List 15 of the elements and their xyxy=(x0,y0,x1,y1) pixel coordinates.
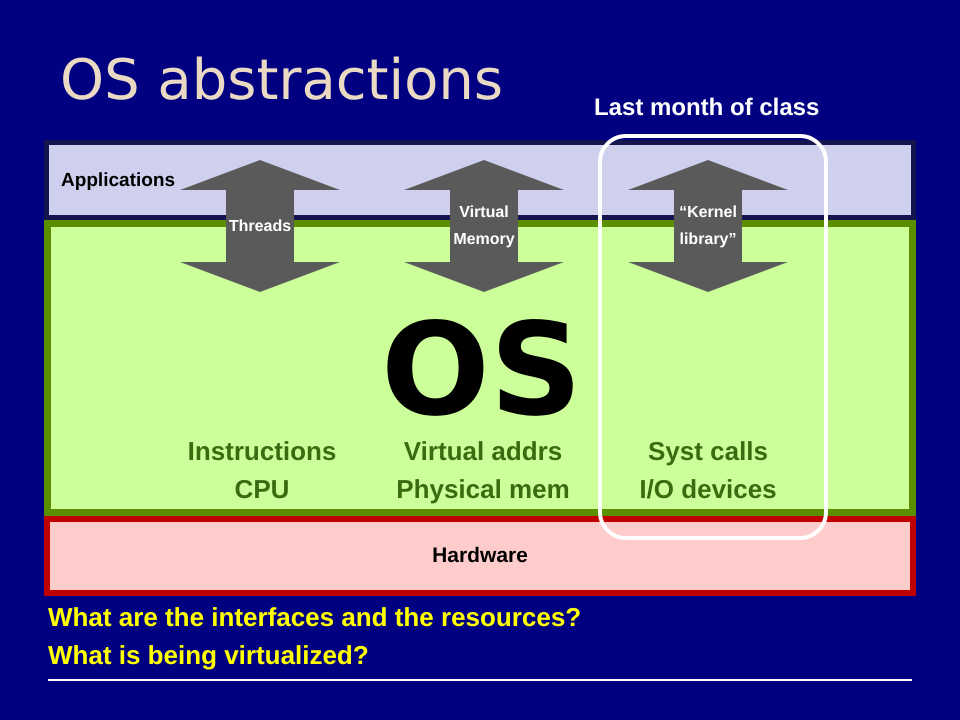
arrow-label: “Kernel library” xyxy=(678,203,738,250)
layer-label: Hardware xyxy=(432,543,528,570)
layer-label: OS xyxy=(381,311,581,431)
resource-label: Instructions CPU xyxy=(186,435,338,506)
resource-label: Syst calls I/O devices xyxy=(638,435,778,506)
os-layer-band xyxy=(44,220,916,516)
question-text: What is being virtualized? xyxy=(48,639,370,672)
arrow-label: Threads xyxy=(228,216,292,236)
hardware-layer-band xyxy=(44,516,916,596)
question-text: What are the interfaces and the resources? xyxy=(48,601,582,634)
arrow-label: Virtual Memory xyxy=(452,203,516,250)
slide-title: OS abstractions xyxy=(60,47,503,115)
frame-heading: Last month of class xyxy=(594,93,820,123)
resource-label: Virtual addrs Physical mem xyxy=(395,435,571,506)
layer-label: Applications xyxy=(61,169,176,193)
